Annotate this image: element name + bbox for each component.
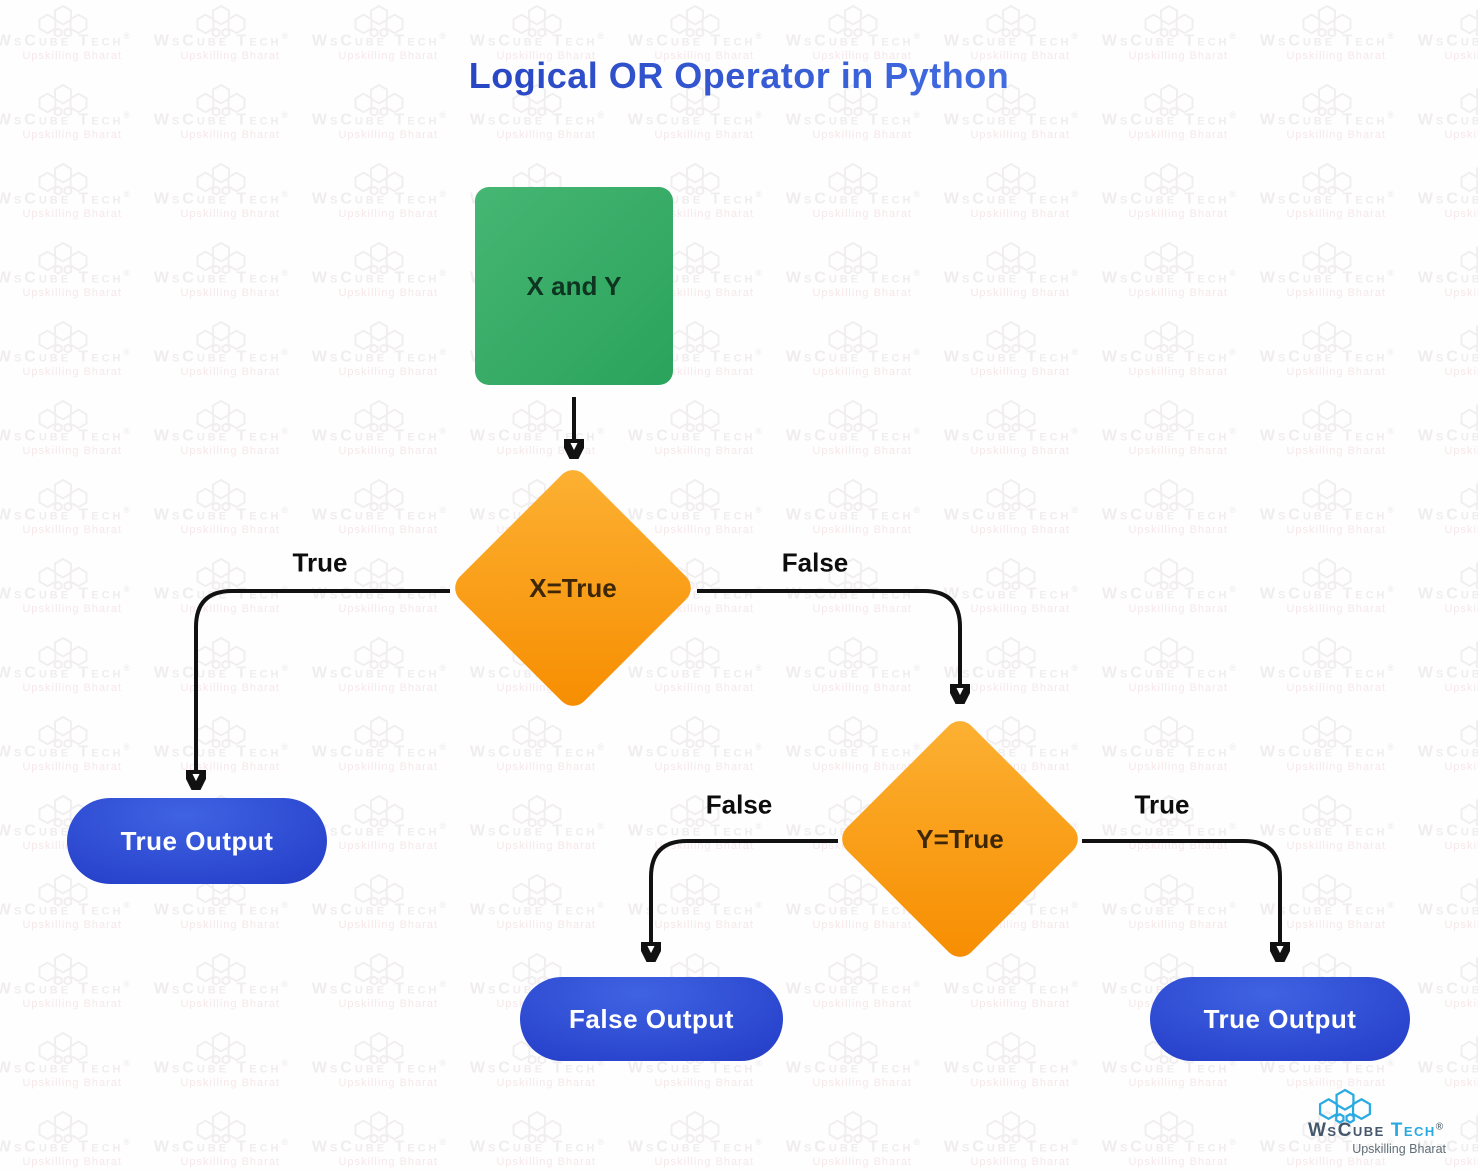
connector-decision-x-false-branch: [697, 589, 960, 686]
decision-node-y-label: Y=True: [916, 823, 1004, 854]
start-node: X and Y: [475, 187, 673, 385]
connector-decision-y-true-branch: [1082, 839, 1280, 944]
brand-logo: WsCube Tech® Upskilling Bharat: [1308, 1088, 1448, 1156]
decision-node-y: Y=True: [835, 714, 1085, 964]
decision-node-x: X=True: [448, 463, 698, 713]
page-title: Logical OR Operator in Python: [0, 55, 1478, 97]
branch-label-x-false: False: [781, 547, 849, 578]
branch-label-x-true: True: [292, 547, 348, 578]
decision-node-x-label: X=True: [529, 572, 617, 603]
connector-decision-x-true-branch: [196, 589, 450, 772]
connector-decision-y-false-branch: [651, 839, 838, 944]
output-node-false: False Output: [520, 977, 783, 1061]
output-node-true-right: True Output: [1150, 977, 1410, 1061]
output-node-true-left: True Output: [67, 798, 327, 884]
start-node-label: X and Y: [526, 270, 622, 301]
branch-label-y-true: True: [1134, 789, 1190, 820]
brand-tagline: Upskilling Bharat: [1352, 1141, 1446, 1156]
branch-label-y-false: False: [705, 789, 773, 820]
brand-name-secondary: Tech: [1390, 1120, 1436, 1141]
brand-name-primary: WsCube: [1308, 1120, 1385, 1141]
registered-mark: ®: [1435, 1121, 1444, 1133]
brand-logo-text: WsCube Tech®: [1308, 1120, 1448, 1142]
